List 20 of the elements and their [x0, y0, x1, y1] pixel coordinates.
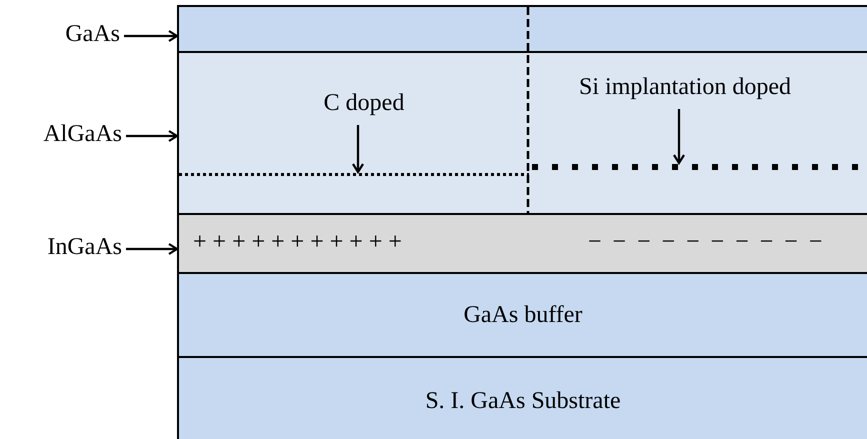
- material-layer: [177, 51, 867, 215]
- layer-label: GaAs buffer: [464, 302, 582, 328]
- doping-label: C doped: [324, 91, 404, 117]
- material-layer: [177, 5, 867, 53]
- layer-name: InGaAs: [47, 235, 122, 261]
- arrow: [124, 30, 178, 42]
- material-layer: [177, 356, 867, 439]
- layer-name: AlGaAs: [43, 122, 122, 148]
- positive-charge-marks: + + + + + + + + + + +: [193, 230, 402, 254]
- leader-arrow: [352, 125, 364, 174]
- leader-arrow: [672, 109, 686, 164]
- arrow: [126, 130, 178, 142]
- arrow: [126, 242, 178, 256]
- material-layer: [177, 213, 867, 274]
- layer-name: GaAs: [65, 22, 120, 48]
- material-layer: [177, 272, 867, 358]
- layer-label: S. I. GaAs Substrate: [425, 388, 621, 414]
- doping-line: [179, 173, 529, 176]
- doping-label: Si implantation doped: [579, 75, 791, 101]
- negative-charge-marks: − − − − − − − − − −: [588, 230, 822, 254]
